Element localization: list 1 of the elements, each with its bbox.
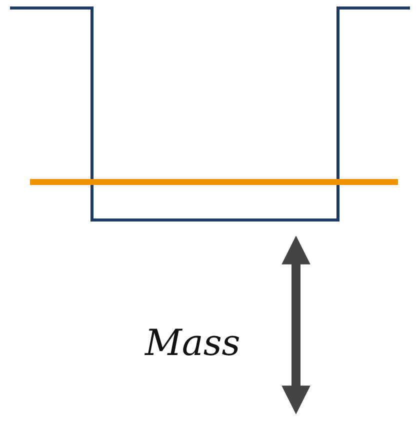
mass-label: Mass — [145, 326, 240, 362]
